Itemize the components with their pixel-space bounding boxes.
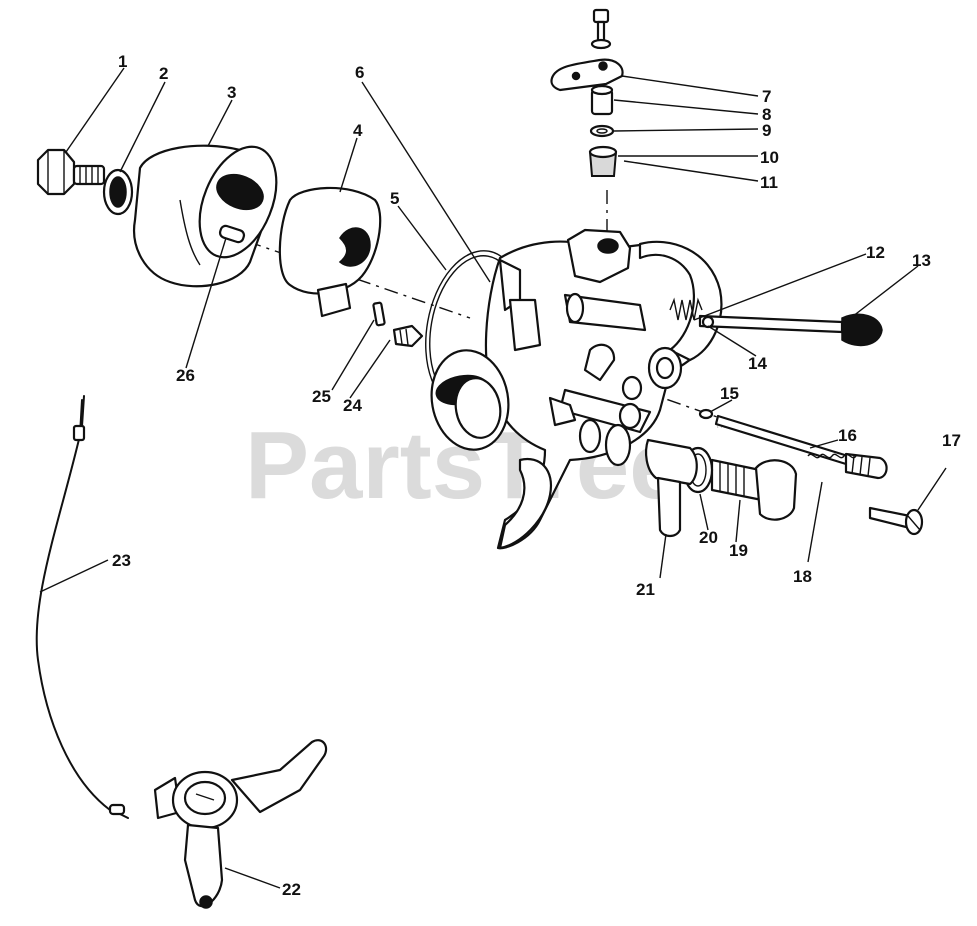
part-3-float-bowl bbox=[133, 144, 278, 288]
callout-21: 21 bbox=[636, 580, 655, 599]
part-13-throttle-lever bbox=[698, 313, 883, 347]
callout-5: 5 bbox=[390, 189, 399, 208]
callout-6: 6 bbox=[355, 63, 364, 82]
part-19-bowl-nut bbox=[710, 458, 798, 521]
part-21-drain-fitting bbox=[645, 438, 698, 538]
callout-8: 8 bbox=[762, 105, 771, 124]
callout-4: 4 bbox=[353, 121, 363, 140]
part-12-spring bbox=[669, 297, 703, 321]
callout-17: 17 bbox=[942, 431, 961, 450]
callout-23: 23 bbox=[112, 551, 131, 570]
part-24-inlet-needle bbox=[392, 324, 424, 348]
callout-13: 13 bbox=[912, 251, 931, 270]
callout-25: 25 bbox=[312, 387, 331, 406]
part-screw-top bbox=[590, 8, 612, 50]
callout-16: 16 bbox=[838, 426, 857, 445]
part-1-fitting bbox=[36, 148, 106, 196]
callout-26: 26 bbox=[176, 366, 195, 385]
part-7-lever bbox=[550, 58, 624, 92]
part-11-screen bbox=[588, 145, 618, 177]
callout-20: 20 bbox=[699, 528, 718, 547]
part-23-cable bbox=[35, 395, 129, 819]
part-2-gasket bbox=[102, 168, 134, 216]
part-4-float bbox=[278, 186, 382, 318]
part-18-spring bbox=[807, 453, 857, 459]
part-9-washer bbox=[589, 124, 615, 138]
part-16-needle bbox=[714, 414, 888, 480]
carburetor-body bbox=[430, 228, 723, 550]
callout-2: 2 bbox=[159, 64, 168, 83]
callout-9: 9 bbox=[762, 121, 771, 140]
callout-15: 15 bbox=[720, 384, 739, 403]
callout-14: 14 bbox=[748, 354, 767, 373]
callout-numbers: 1 2 3 4 5 6 7 8 9 10 11 12 13 14 15 16 1… bbox=[112, 52, 961, 899]
callout-1: 1 bbox=[118, 52, 127, 71]
part-14-pin bbox=[701, 315, 715, 329]
part-15-washer bbox=[698, 408, 714, 420]
callout-11: 11 bbox=[760, 173, 778, 192]
callout-22: 22 bbox=[282, 880, 301, 899]
callout-24: 24 bbox=[343, 396, 362, 415]
part-8-bushing bbox=[590, 84, 614, 116]
callout-7: 7 bbox=[762, 87, 771, 106]
callout-12: 12 bbox=[866, 243, 885, 262]
callout-18: 18 bbox=[793, 567, 812, 586]
part-25-clip bbox=[372, 301, 386, 327]
callout-3: 3 bbox=[227, 83, 236, 102]
part-22-throttle-control bbox=[153, 739, 328, 909]
callout-19: 19 bbox=[729, 541, 748, 560]
callout-10: 10 bbox=[760, 148, 779, 167]
leader-lines bbox=[39, 67, 947, 889]
part-17-needle-screw bbox=[868, 506, 924, 536]
